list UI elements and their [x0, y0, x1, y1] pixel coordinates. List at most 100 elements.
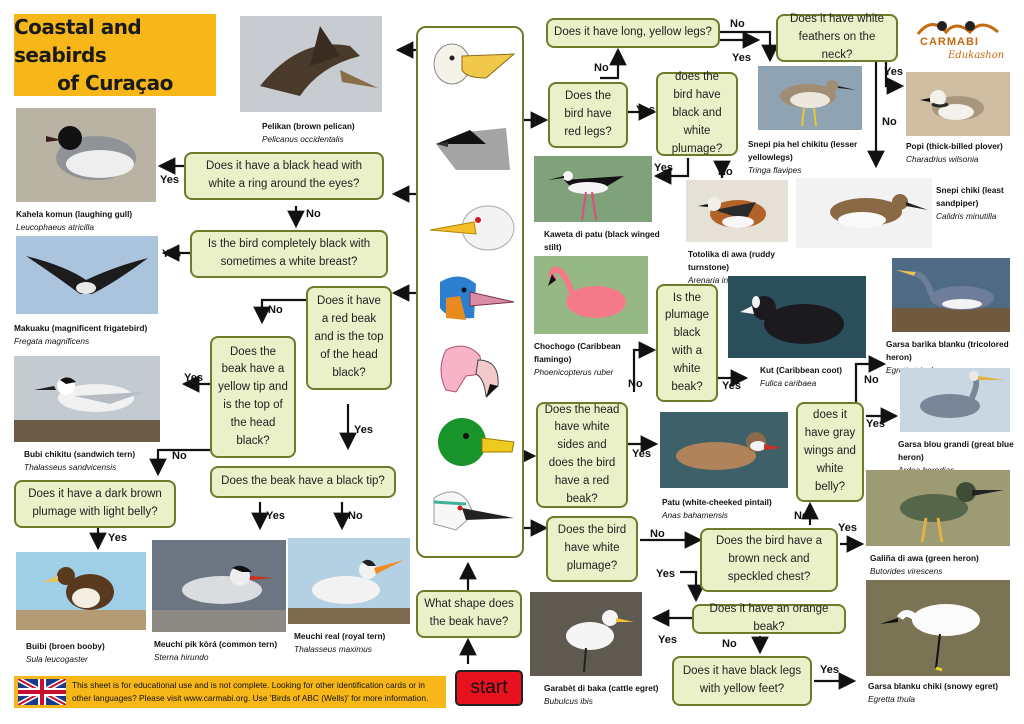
page-title: Coastal and seabirds of Curaçao: [14, 14, 216, 96]
answer-yes: Yes: [884, 66, 903, 78]
common-tern-scientific-name: Sterna hirundo: [154, 651, 209, 662]
question-beak-shape[interactable]: What shape does the beak have?: [416, 590, 522, 638]
snowy-egret-common-name: Garsa blanku chiki (snowy egret): [868, 681, 999, 691]
frigatebird-photo: [16, 236, 158, 314]
brown-booby-common-name: Buibi (broen booby): [26, 641, 105, 651]
answer-yes: Yes: [354, 424, 373, 436]
common-tern-common-name: Meuchi pik kòrá (common tern): [154, 639, 278, 649]
coot-caption: Kut (Caribbean coot) Fulica caribaea: [760, 364, 842, 390]
great-blue-heron-photo: [900, 368, 1010, 432]
great-blue-heron-common-name: Garsa blou grandi (great blue heron): [898, 439, 1014, 462]
cattle-egret-scientific-name: Bubulcus ibis: [544, 695, 593, 706]
kingfisher-beak-icon[interactable]: [426, 268, 518, 328]
carmabi-logo: CARMABI Edukashon: [912, 14, 1012, 72]
flamingo-beak-icon[interactable]: [426, 340, 518, 400]
sandwich-tern-common-name: Bubi chikitu (sandwich tern): [24, 449, 136, 459]
answer-yes: Yes: [636, 104, 655, 116]
start-button[interactable]: start: [455, 670, 523, 706]
turnstone-scientific-name: Arenaria interpres: [688, 274, 754, 285]
laughing-gull-common-name: Kahela komun (laughing gull): [16, 209, 133, 219]
question-dark-brown-plumage[interactable]: Does it have a dark brown plumage with l…: [14, 480, 176, 528]
title-line-1: Coastal and seabirds: [14, 15, 142, 67]
sandwich-tern-photo: [14, 356, 160, 442]
royal-tern-caption: Meuchi real (royal tern) Thalasseus maxi…: [294, 630, 385, 656]
laughing-gull-scientific-name: Leucophaeus atricilla: [16, 221, 94, 232]
answer-no: No: [172, 450, 187, 462]
egret-beak-icon[interactable]: [426, 484, 518, 544]
question-gray-wings[interactable]: does it have gray wings and white belly?: [796, 402, 864, 502]
answer-no: No: [650, 528, 665, 540]
answer-yes: Yes: [820, 664, 839, 676]
logo-name: CARMABI: [920, 36, 979, 48]
pelican-scientific-name: Pelicanus occidentalis: [262, 133, 344, 144]
lesser-yellowlegs-caption: Snepi pia hel chikitu (lesser yellowlegs…: [748, 138, 858, 177]
common-tern-photo: [152, 540, 286, 632]
least-sandpiper-photo: [796, 178, 932, 248]
question-yellow-tip-black-top[interactable]: Does the beak have a yellow tip and is t…: [210, 336, 296, 458]
least-sandpiper-scientific-name: Calidris minutilla: [936, 210, 997, 221]
common-tern-caption: Meuchi pik kòrá (common tern) Sterna hir…: [154, 638, 277, 664]
pintail-common-name: Patu (white-cheeked pintail): [662, 497, 772, 507]
cattle-egret-caption: Garabèt di baka (cattle egret) Bubulcus …: [544, 682, 658, 708]
answer-no: No: [594, 62, 609, 74]
laughing-gull-photo: [16, 108, 156, 202]
question-red-beak-black-top[interactable]: Does it have a red beak and is the top o…: [306, 286, 392, 390]
green-heron-common-name: Galiña di awa (green heron): [870, 553, 979, 563]
pintail-scientific-name: Anas bahamensis: [662, 509, 728, 520]
flamingo-photo: [534, 256, 648, 334]
turnstone-common-name: Totolika di awa (ruddy turnstone): [688, 249, 775, 272]
green-heron-photo: [866, 470, 1010, 546]
answer-yes: Yes: [722, 380, 741, 392]
question-white-plumage[interactable]: Does the bird have white plumage?: [546, 516, 638, 582]
plover-common-name: Popi (thick-billed plover): [906, 141, 1003, 151]
gull-beak-icon[interactable]: [426, 114, 518, 174]
lesser-yellowlegs-photo: [758, 66, 862, 130]
answer-yes: Yes: [658, 634, 677, 646]
sandwich-tern-caption: Bubi chikitu (sandwich tern) Thalasseus …: [24, 448, 135, 474]
duck-beak-icon[interactable]: [426, 412, 518, 472]
brown-booby-scientific-name: Sula leucogaster: [26, 653, 88, 664]
frigatebird-common-name: Makuaku (magnificent frigatebird): [14, 323, 148, 333]
question-brown-neck[interactable]: Does the bird have a brown neck and spec…: [700, 528, 838, 592]
answer-yes: Yes: [838, 522, 857, 534]
heron-beak-icon[interactable]: [426, 196, 518, 256]
answer-yes: Yes: [266, 510, 285, 522]
question-plumage-black-white[interactable]: Is the plumage black with a white beak?: [656, 284, 718, 402]
pelican-photo: [240, 16, 382, 112]
question-orange-beak[interactable]: Does it have an orange beak?: [692, 603, 846, 634]
laughing-gull-caption: Kahela komun (laughing gull) Leucophaeus…: [16, 208, 132, 234]
beak-shapes-panel: [416, 26, 524, 558]
question-white-feathers-neck[interactable]: Does it have white feathers on the neck?: [776, 13, 898, 62]
frigatebird-caption: Makuaku (magnificent frigatebird) Fregat…: [14, 322, 147, 348]
question-head-white-sides[interactable]: Does the head have white sides and does …: [536, 402, 628, 508]
pintail-caption: Patu (white-cheeked pintail) Anas bahame…: [662, 496, 772, 522]
pelican-common-name: Pelikan (brown pelican): [262, 121, 355, 131]
answer-yes: Yes: [108, 532, 127, 544]
brown-booby-photo: [16, 552, 146, 630]
royal-tern-scientific-name: Thalasseus maximus: [294, 643, 372, 654]
flamingo-scientific-name: Phoenicopterus ruber: [534, 366, 614, 377]
plover-photo: [906, 72, 1010, 136]
question-black-legs[interactable]: Does it have black legs with yellow feet…: [672, 656, 812, 706]
great-blue-heron-scientific-name: Ardea herodias: [898, 464, 955, 475]
plover-scientific-name: Charadrius wilsonia: [906, 153, 979, 164]
brown-booby-caption: Buibi (broen booby) Sula leucogaster: [26, 640, 105, 666]
royal-tern-common-name: Meuchi real (royal tern): [294, 631, 386, 641]
green-heron-scientific-name: Butorides virescens: [870, 565, 943, 576]
footer-note: This sheet is for educational use and is…: [14, 676, 446, 708]
question-completely-black[interactable]: Is the bird completely black with someti…: [190, 230, 388, 278]
tricolored-heron-common-name: Garsa barika blanku (tricolored heron): [886, 339, 1009, 362]
plover-caption: Popi (thick-billed plover) Charadrius wi…: [906, 140, 1003, 166]
question-red-legs[interactable]: Does the bird have red legs?: [548, 82, 628, 148]
lesser-yellowlegs-common-name: Snepi pia hel chikitu (lesser yellowlegs…: [748, 139, 858, 162]
question-black-head-ring[interactable]: Does it have a black head with white a r…: [184, 152, 384, 200]
question-long-yellow-legs[interactable]: Does it have long, yellow legs?: [546, 18, 720, 48]
cattle-egret-common-name: Garabèt di baka (cattle egret): [544, 683, 659, 693]
answer-yes: Yes: [656, 568, 675, 580]
answer-no: No: [730, 18, 745, 30]
tricolored-heron-photo: [892, 258, 1010, 332]
logo-sub: Edukashon: [948, 50, 1005, 61]
question-black-tip[interactable]: Does the beak have a black tip?: [210, 466, 396, 498]
pelican-beak-icon[interactable]: [426, 34, 518, 94]
question-black-white-plumage[interactable]: does the bird have black and white pluma…: [656, 71, 738, 156]
